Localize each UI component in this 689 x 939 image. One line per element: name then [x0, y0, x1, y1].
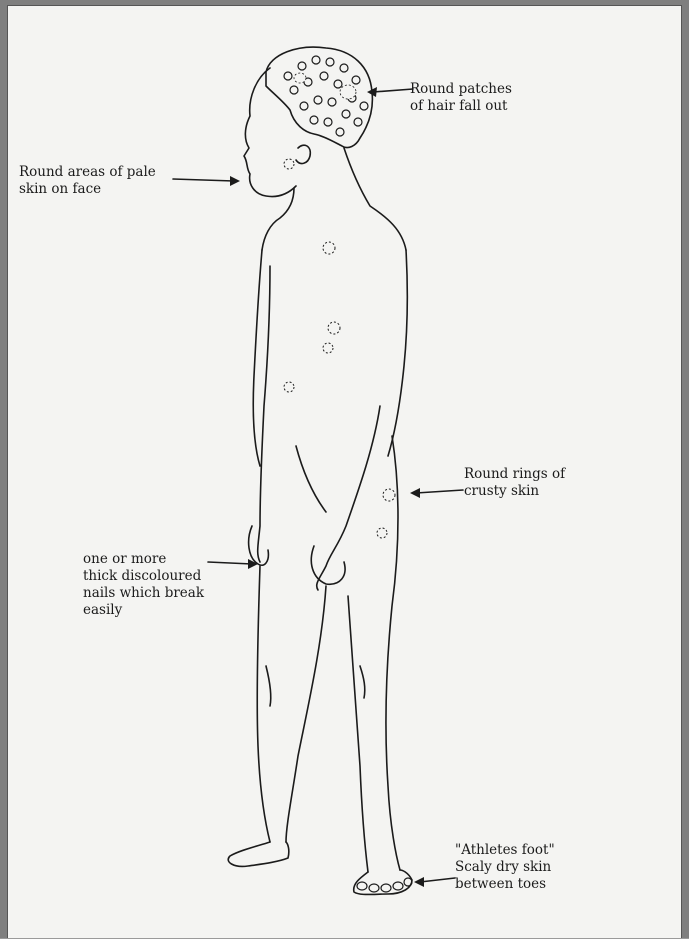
- ear: [296, 145, 310, 163]
- illustration-page: Round patches of hair fall out Round are…: [7, 5, 682, 938]
- label-thick-nails: one or more thick discoloured nails whic…: [83, 551, 204, 619]
- foot-front: [228, 842, 289, 866]
- child-figure-illustration: [8, 6, 683, 939]
- groin-line: [296, 446, 326, 512]
- ring-lesions: [284, 159, 395, 538]
- label-athletes-foot: "Athletes foot" Scaly dry skin between t…: [455, 842, 555, 893]
- leader-face: [173, 179, 234, 181]
- hand-back: [311, 546, 345, 584]
- knee-front: [266, 666, 271, 706]
- neck-back: [344, 148, 406, 250]
- head-outline: [244, 68, 296, 197]
- leg-front-inner: [286, 586, 326, 842]
- arm-back: [317, 406, 380, 590]
- scaly-toes: [357, 878, 412, 892]
- arm-front: [258, 266, 270, 562]
- label-hair-loss: Round patches of hair fall out: [410, 81, 512, 115]
- leg-back-outer: [386, 436, 400, 870]
- leader-foot: [420, 878, 455, 882]
- torso-back: [388, 250, 407, 456]
- knee-back: [360, 666, 365, 698]
- leader-hair: [373, 89, 413, 92]
- bald-patches: [294, 73, 356, 99]
- label-pale-skin-face: Round areas of pale skin on face: [19, 164, 156, 198]
- label-crusty-rings: Round rings of crusty skin: [464, 466, 565, 500]
- leg-back-inner: [348, 596, 368, 872]
- torso-front: [253, 250, 262, 466]
- leader-rings: [416, 490, 463, 493]
- neck-front: [262, 188, 294, 250]
- leader-nails: [208, 562, 252, 564]
- leg-front-outer: [257, 566, 270, 842]
